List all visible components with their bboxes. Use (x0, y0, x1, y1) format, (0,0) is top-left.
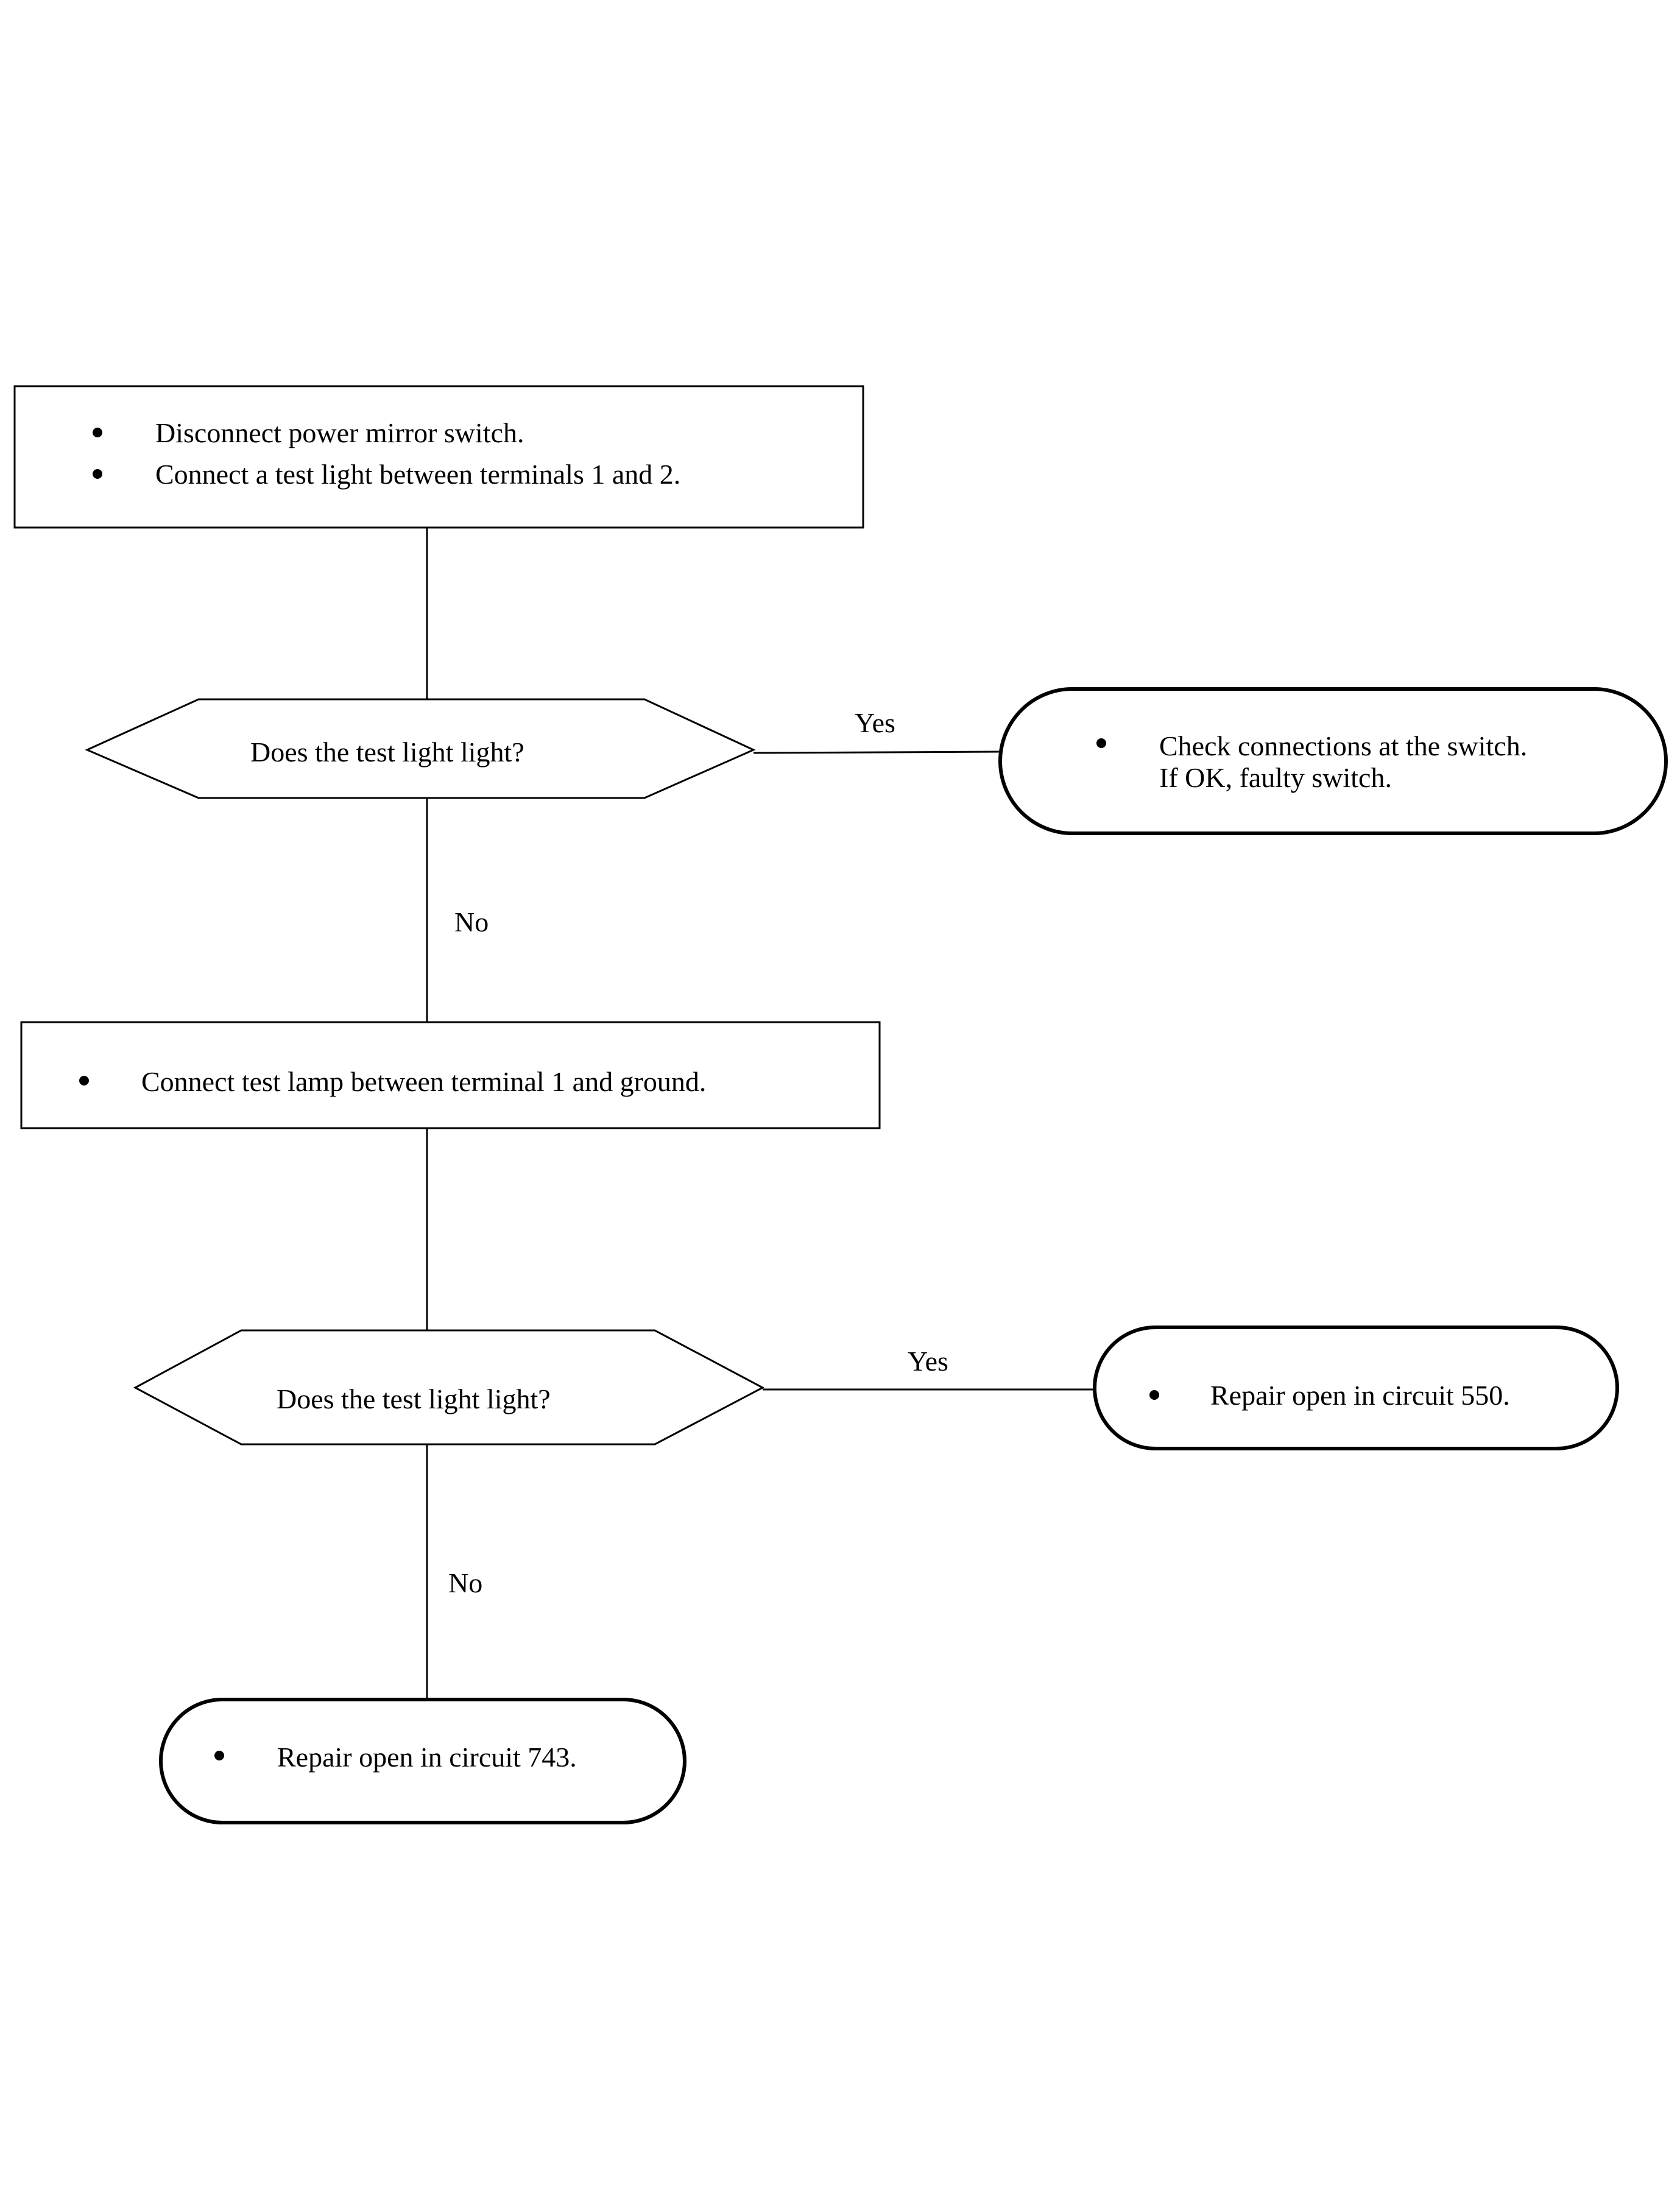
decision2-question: Does the test light light? (277, 1383, 551, 1414)
bullet-marker (214, 1751, 224, 1760)
decision1-question: Does the test light light? (250, 736, 524, 768)
step2-box: Connect test lamp between terminal 1 and… (20, 1021, 881, 1129)
step2-item-1: Connect test lamp between terminal 1 and… (141, 1066, 706, 1097)
decision2-hexagon: Does the test light light? (133, 1329, 765, 1446)
step1-box: Disconnect power mirror switch. Connect … (13, 385, 864, 529)
step1-item-2: Connect a test light between terminals 1… (155, 459, 680, 490)
bullet-marker (79, 1076, 89, 1086)
connector-decision1-yes (753, 750, 1001, 754)
decision2-yes-label: Yes (908, 1346, 948, 1377)
step1-item-1: Disconnect power mirror switch. (155, 417, 524, 448)
result3-text: Repair open in circuit 743. (277, 1742, 577, 1773)
decision1-no-label: No (454, 906, 489, 937)
decision2-no-label: No (448, 1567, 482, 1598)
bullet-marker (93, 428, 102, 437)
decision1-yes-label: Yes (855, 707, 895, 738)
bullet-marker (93, 469, 102, 479)
result1-line-2: If OK, faulty switch. (1159, 762, 1392, 793)
bullet-marker (1149, 1390, 1159, 1400)
result1-terminal: Check connections at the switch. If OK, … (998, 687, 1668, 835)
result2-text: Repair open in circuit 550. (1210, 1380, 1510, 1411)
decision1-hexagon: Does the test light light? (85, 698, 756, 799)
bullet-marker (1096, 738, 1106, 748)
result2-terminal: Repair open in circuit 550. (1093, 1326, 1619, 1450)
result3-terminal: Repair open in circuit 743. (159, 1698, 686, 1824)
result1-line-1: Check connections at the switch. (1159, 730, 1527, 761)
